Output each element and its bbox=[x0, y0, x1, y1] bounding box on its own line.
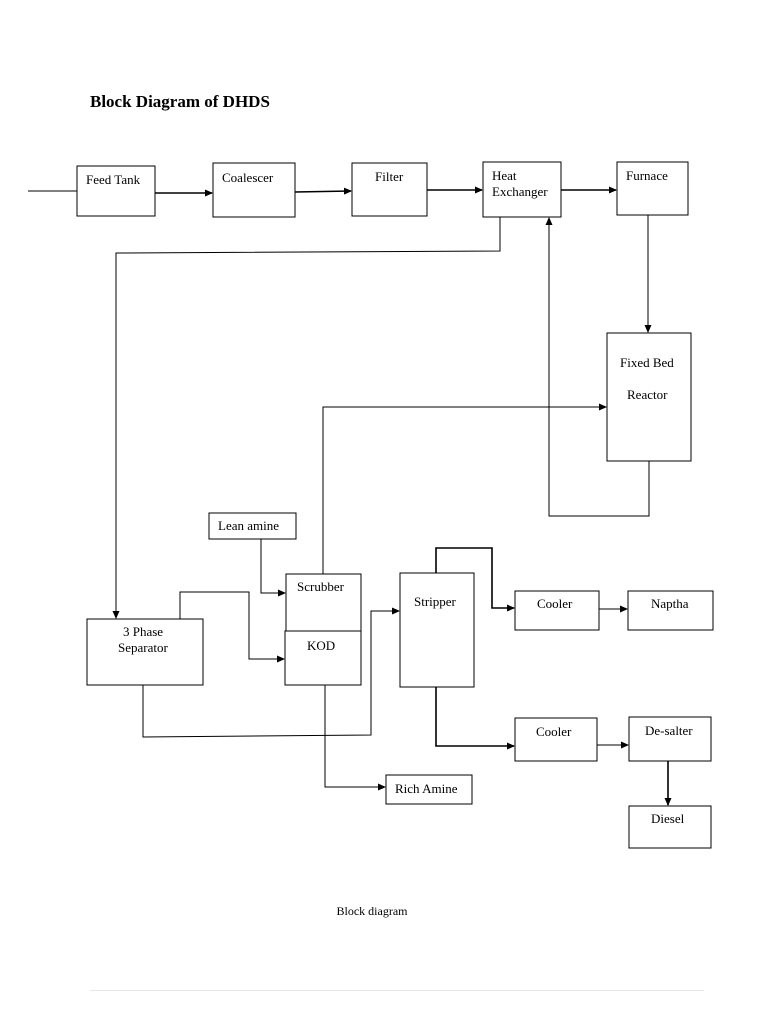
node-fixed-bed-reactor: Fixed Bed Reactor bbox=[606, 332, 692, 462]
node-heat-exchanger: Heat Exchanger bbox=[482, 161, 562, 218]
node-feed-tank: Feed Tank bbox=[76, 165, 156, 217]
svg-text:Exchanger: Exchanger bbox=[492, 184, 548, 199]
flow-scrubber-to-reactor bbox=[322, 403, 607, 574]
flow-exchanger-to-separator bbox=[112, 217, 501, 619]
flow-kod-to-rich-amine bbox=[324, 685, 386, 791]
node-kod: KOD bbox=[284, 630, 362, 686]
node-scrubber: Scrubber bbox=[285, 573, 362, 632]
svg-text:KOD: KOD bbox=[307, 638, 335, 653]
svg-text:3 Phase: 3 Phase bbox=[123, 624, 163, 639]
svg-text:Feed Tank: Feed Tank bbox=[86, 172, 141, 187]
svg-text:Naptha: Naptha bbox=[651, 596, 689, 611]
page-title: Block Diagram of DHDS bbox=[90, 92, 270, 111]
svg-text:Filter: Filter bbox=[375, 169, 404, 184]
svg-text:Heat: Heat bbox=[492, 168, 517, 183]
svg-text:Scrubber: Scrubber bbox=[297, 579, 345, 594]
node-cooler-bottom: Cooler bbox=[514, 717, 598, 762]
node-rich-amine: Rich Amine bbox=[385, 774, 473, 805]
node-de-salter: De-salter bbox=[628, 716, 712, 762]
flow-coalescer-to-filter bbox=[294, 187, 352, 195]
svg-text:Diesel: Diesel bbox=[651, 811, 685, 826]
svg-text:Separator: Separator bbox=[118, 640, 168, 655]
node-naptha: Naptha bbox=[627, 590, 714, 631]
flow-separator-to-kod bbox=[179, 591, 285, 663]
node-lean-amine: Lean amine bbox=[208, 512, 297, 540]
node-diesel: Diesel bbox=[628, 805, 712, 849]
flow-separator-to-stripper bbox=[142, 607, 400, 738]
flow-stripper-to-cooler-bottom bbox=[435, 687, 515, 750]
node-three-phase-separator: 3 Phase Separator bbox=[86, 618, 204, 686]
svg-text:Cooler: Cooler bbox=[536, 724, 572, 739]
svg-text:Rich Amine: Rich Amine bbox=[395, 781, 458, 796]
flow-reactor-to-exchanger bbox=[545, 217, 650, 517]
node-filter: Filter bbox=[351, 162, 428, 217]
svg-text:Stripper: Stripper bbox=[414, 594, 457, 609]
node-cooler-top: Cooler bbox=[514, 590, 600, 631]
svg-text:Fixed Bed: Fixed Bed bbox=[620, 355, 674, 370]
node-coalescer: Coalescer bbox=[212, 162, 296, 218]
node-furnace: Furnace bbox=[616, 161, 689, 216]
flow-lean-amine-to-scrubber bbox=[260, 539, 286, 597]
svg-text:De-salter: De-salter bbox=[645, 723, 693, 738]
flow-stripper-to-cooler-top bbox=[435, 547, 515, 612]
svg-text:Reactor: Reactor bbox=[627, 387, 668, 402]
figure-caption: Block diagram bbox=[336, 904, 408, 918]
footer-divider bbox=[90, 990, 704, 991]
svg-text:Cooler: Cooler bbox=[537, 596, 573, 611]
svg-text:Coalescer: Coalescer bbox=[222, 170, 274, 185]
svg-text:Lean amine: Lean amine bbox=[218, 518, 279, 533]
node-stripper: Stripper bbox=[399, 572, 475, 688]
svg-text:Furnace: Furnace bbox=[626, 168, 668, 183]
